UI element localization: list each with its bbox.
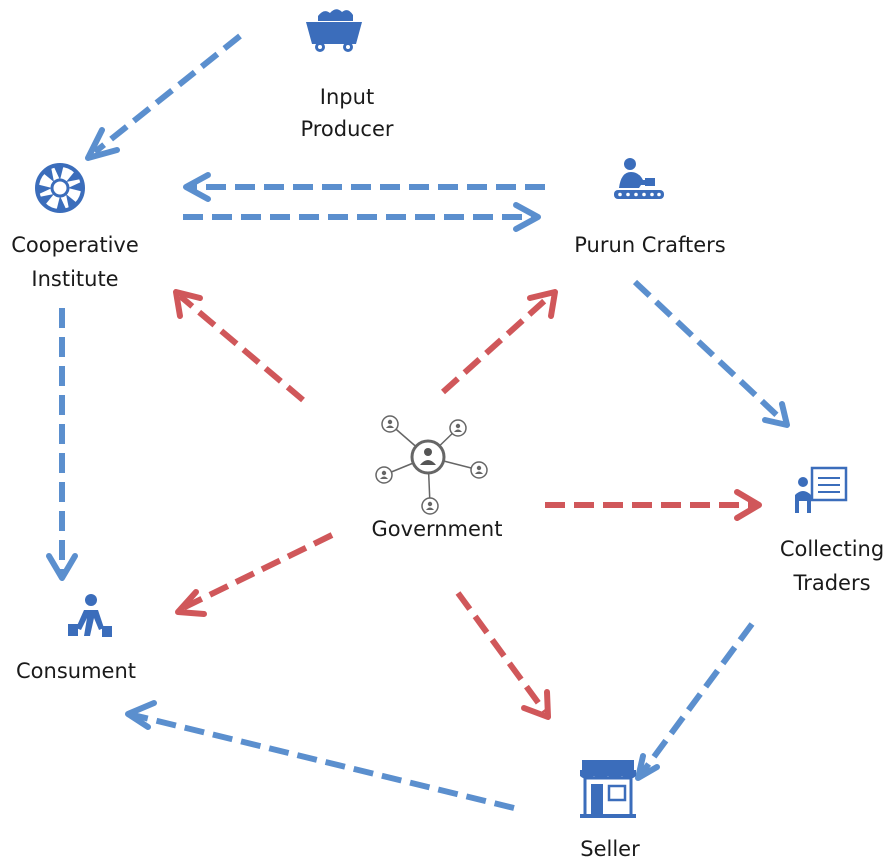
storefront-icon (580, 760, 636, 818)
government-label: Government (372, 517, 503, 541)
edge-government-to-seller (455, 591, 551, 720)
consument-label: Consument (16, 659, 136, 683)
edge-government-to-cooperative (173, 289, 305, 403)
edge-government-to-collecting-traders (545, 489, 762, 521)
trader-board-icon (795, 466, 848, 513)
cooperative-institute-label-line2: Institute (31, 267, 118, 291)
cooperative-institute-label-line1: Cooperative (11, 233, 139, 257)
mine-cart-icon (306, 9, 362, 52)
edge-purun-crafters-to-cooperative (183, 172, 545, 202)
edge-government-to-consument (175, 532, 334, 617)
edge-cooperative-to-purun-crafters (183, 202, 541, 232)
people-network-icon (375, 415, 488, 515)
edge-input-producer-to-cooperative (85, 33, 242, 161)
edge-cooperative-to-consument (46, 308, 78, 581)
edge-purun-crafters-to-collecting-traders (632, 279, 790, 428)
network-wheel-icon (35, 163, 85, 213)
edges (46, 33, 790, 811)
shopper-bags-icon (68, 594, 112, 637)
seller-label: Seller (580, 837, 640, 860)
edge-collecting-traders-to-seller (635, 622, 755, 781)
worker-at-conveyor-icon (614, 158, 664, 199)
input-producer-label-line2: Producer (300, 117, 393, 141)
collecting-traders-label-line2: Traders (792, 571, 870, 595)
edge-government-to-purun-crafters (440, 289, 558, 395)
input-producer-label-line1: Input (320, 85, 374, 109)
purun-crafters-label: Purun Crafters (574, 233, 725, 257)
collecting-traders-label-line1: Collecting (780, 537, 884, 561)
edge-seller-to-consument (125, 700, 515, 811)
